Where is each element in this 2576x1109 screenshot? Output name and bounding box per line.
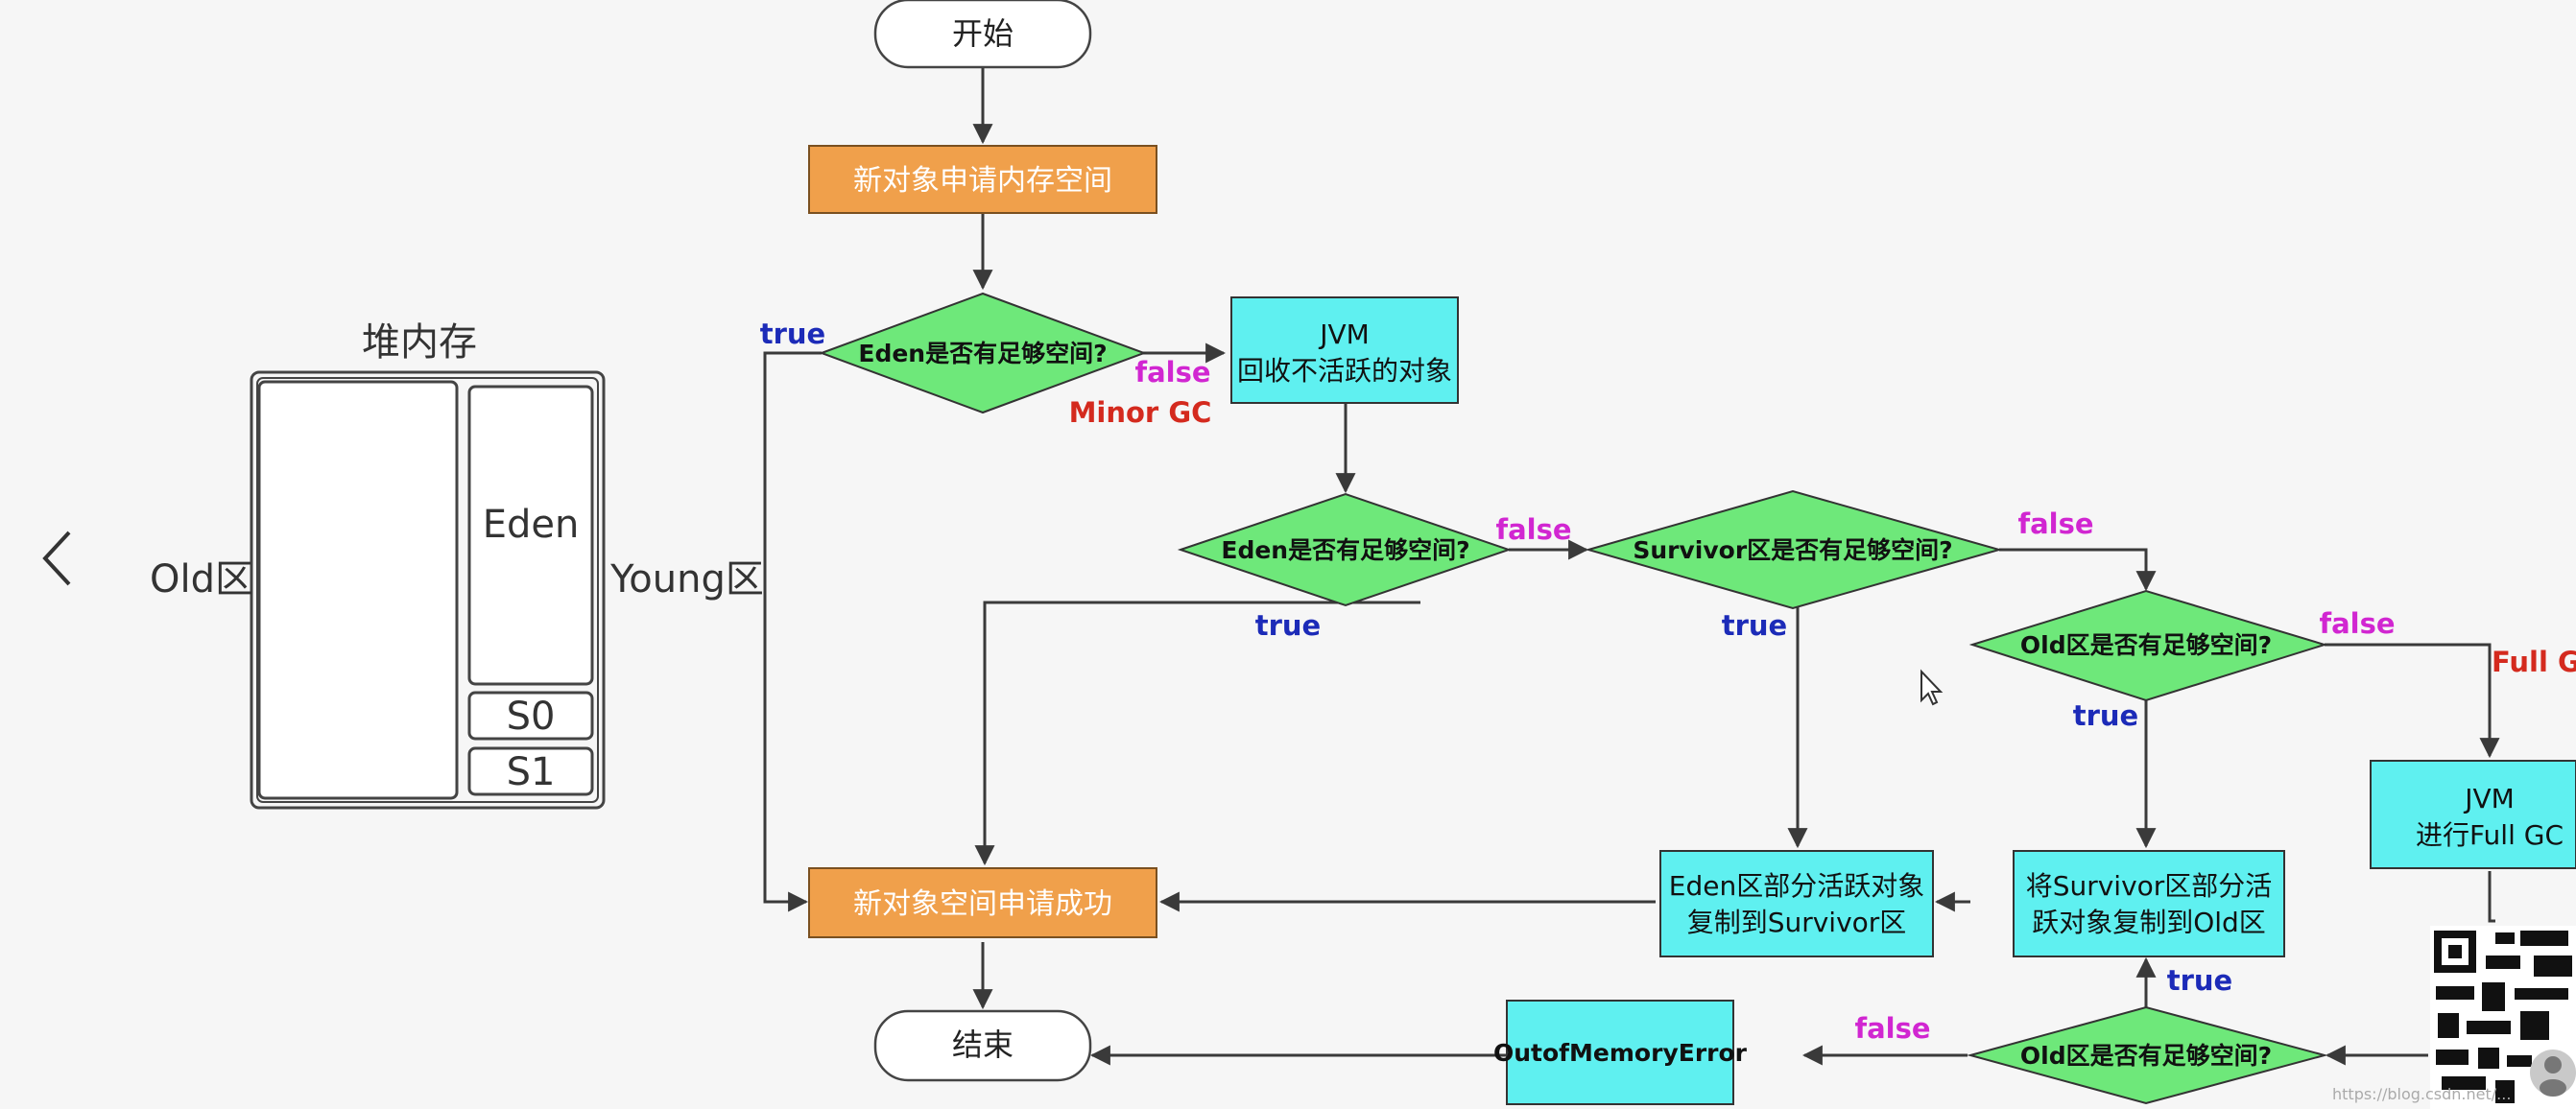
- watermark-text: https://blog.csdn.net/...: [2332, 1085, 2511, 1103]
- label-false-eden1: false: [1134, 356, 1210, 389]
- copy-to-old-line2: 跃对象复制到Old区: [2032, 907, 2266, 938]
- label-false-old2: false: [1854, 1012, 1930, 1045]
- eden-label: Eden: [483, 503, 580, 547]
- label-false-old1: false: [2319, 607, 2395, 640]
- survivor-check-decision: [1585, 489, 2003, 610]
- start-node-text: 开始: [952, 15, 1014, 52]
- oom-node: [1506, 1000, 1734, 1105]
- eden-check-1-decision: [819, 292, 1147, 414]
- start-node: [873, 0, 1092, 69]
- allocation-success-text: 新对象空间申请成功: [853, 887, 1112, 921]
- label-true-eden2: true: [1255, 609, 1321, 642]
- copy-to-survivor-node: [1659, 850, 1934, 957]
- jvm-full-gc-line1: JVM: [2463, 783, 2515, 814]
- s1-region: [467, 746, 594, 796]
- copy-to-survivor-line2: 复制到Survivor区: [1687, 907, 1907, 938]
- old-check-1-decision: [1968, 589, 2328, 702]
- jvm-minor-gc-line2: 回收不活跃的对象: [1237, 355, 1452, 387]
- request-memory-node: [808, 145, 1157, 214]
- young-region-label: Young区: [609, 557, 764, 602]
- old-check-1-text: Old区是否有足够空间?: [2020, 631, 2272, 659]
- s0-region: [467, 691, 594, 741]
- label-true-old2: true: [2167, 964, 2232, 997]
- label-full-gc: Full G: [2492, 646, 2576, 678]
- label-true-eden1: true: [760, 318, 825, 350]
- chevron-left-icon[interactable]: [42, 531, 71, 586]
- end-node-text: 结束: [952, 1026, 1014, 1063]
- copy-to-old-line1: 将Survivor区部分活: [2026, 870, 2273, 902]
- mouse-cursor-icon: [1920, 669, 1944, 706]
- copy-to-survivor-line1: Eden区部分活跃对象: [1669, 870, 1924, 902]
- eden-check-2-decision: [1177, 492, 1513, 607]
- request-memory-text: 新对象申请内存空间: [853, 164, 1112, 198]
- jvm-minor-gc-line1: JVM: [1318, 319, 1370, 350]
- old-region: [257, 380, 459, 800]
- eden-region: [467, 385, 594, 686]
- eden-check-1-text: Eden是否有足够空间?: [858, 340, 1107, 367]
- label-true-survivor: true: [1722, 609, 1787, 642]
- heap-inner-frame: [256, 377, 599, 803]
- end-node: [873, 1009, 1092, 1082]
- heap-outer-frame: [250, 370, 606, 810]
- jvm-full-gc-line2: 进行Full GC: [2416, 819, 2564, 851]
- copy-to-old-node: [2013, 850, 2285, 957]
- label-true-old1: true: [2073, 699, 2138, 732]
- s0-label: S0: [507, 695, 556, 739]
- jvm-minor-gc-node: [1230, 296, 1459, 404]
- oom-text: OutofMemoryError: [1493, 1039, 1748, 1067]
- s1-label: S1: [507, 750, 556, 794]
- label-false-survivor: false: [2017, 507, 2093, 540]
- qr-code-icon: [2430, 926, 2576, 1109]
- label-false-eden2: false: [1495, 513, 1571, 546]
- label-minor-gc: Minor GC: [1069, 396, 1212, 429]
- old-check-2-text: Old区是否有足够空间?: [2020, 1042, 2272, 1070]
- old-check-2-decision: [1967, 1005, 2328, 1105]
- jvm-full-gc-node: [2370, 760, 2576, 869]
- allocation-success-node: [808, 867, 1157, 938]
- survivor-check-text: Survivor区是否有足够空间?: [1633, 536, 1952, 564]
- heap-title: 堆内存: [362, 320, 477, 365]
- eden-check-2-text: Eden是否有足够空间?: [1221, 536, 1469, 564]
- old-region-label: Old区: [150, 557, 253, 602]
